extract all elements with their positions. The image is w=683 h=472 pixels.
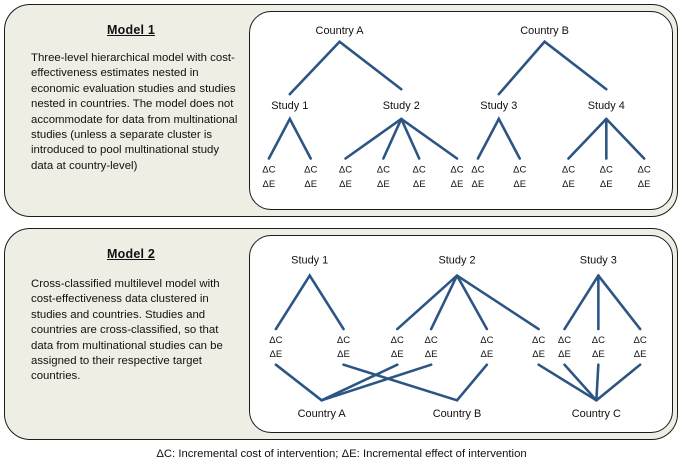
leaf-cost-m1-0: ΔC [262,164,275,175]
leaf-cost-m1-10: ΔC [637,164,650,175]
leaf-cost-m2-0: ΔC [269,335,282,346]
model-2-study-label-1: Study 2 [438,255,475,267]
edge-country-a-to-studies [288,39,403,96]
model-1-description-column: Model 1 Three-level hierarchical model w… [17,5,245,216]
leaf-effect-m1-9: ΔE [600,179,613,190]
model-1-study-label-1: Study 2 [383,100,420,112]
leaf-cost-m2-6: ΔC [558,335,571,346]
edge-leaf1-to-country-b [342,363,459,402]
model-2-country-label-0: Country A [298,408,347,420]
edge-leaf8-to-country-c [595,363,642,402]
leaf-effect-m2-6: ΔE [558,349,571,360]
edge-m2-study-2-leaf-1 [429,274,459,331]
edge-study-4-leaf-0 [567,117,608,160]
leaf-effect-m2-7: ΔE [592,349,605,360]
leaf-cost-m2-2: ΔC [391,335,404,346]
edge-leaf0-to-country-a [274,363,323,402]
leaf-cost-m1-8: ΔC [562,164,575,175]
leaf-cost-m2-1: ΔC [337,335,350,346]
edge-m2-study-2-leaf-2 [455,274,489,331]
leaf-effect-m1-1: ΔE [304,179,317,190]
edge-leaf7-to-country-c [595,363,600,402]
leaf-effect-m2-0: ΔE [270,349,283,360]
model-1-country-label-0: Country A [316,25,365,37]
leaf-cost-m2-7: ΔC [592,335,605,346]
leaf-effect-m2-4: ΔE [481,349,494,360]
figure-caption: ΔC: Incremental cost of intervention; ΔE… [156,448,527,460]
leaf-effect-m1-8: ΔE [562,179,575,190]
model-2-study-label-0: Study 1 [291,255,328,267]
leaf-effect-m1-5: ΔE [451,179,464,190]
edge-study-4-leaf-2 [605,117,646,160]
model-2-study-label-2: Study 3 [580,255,617,267]
edge-m2-study-3-leaf-2 [597,274,642,331]
model-2-title: Model 2 [107,247,155,261]
leaf-cost-m1-2: ΔC [339,164,352,175]
leaf-cost-m1-5: ΔC [450,164,463,175]
edge-leaf6-to-country-c [563,363,598,402]
edge-leaf3-to-country-a [320,363,433,402]
leaf-effect-m1-7: ΔE [513,179,526,190]
model-2-country-label-1: Country B [433,408,482,420]
model-1-diagram: Country A Country B Study 1 Study 2 Stud… [249,11,673,210]
model-1-country-label-1: Country B [520,25,569,37]
leaf-cost-m2-5: ΔC [532,335,545,346]
model-2-panel: Model 2 Cross-classified multilevel mode… [4,228,678,440]
model-2-diagram: Study 1 Study 2 Study 3 ΔC ΔE ΔC ΔE ΔC Δ… [249,235,673,433]
model-1-tree-svg: Country A Country B Study 1 Study 2 Stud… [262,25,651,190]
leaf-effect-m1-0: ΔE [263,179,276,190]
edge-study-3-to-leaves [476,116,522,160]
model-1-study-label-2: Study 3 [480,100,517,112]
model-2-description-text: Cross-classified multilevel model with c… [31,278,223,383]
edge-m2-study-3-leaf-0 [563,274,600,331]
model-2-leaves: ΔC ΔE ΔC ΔE ΔC ΔE ΔC ΔE ΔC ΔE ΔC ΔE ΔC Δ… [269,335,647,360]
leaf-effect-m2-8: ΔE [634,349,647,360]
leaf-effect-m2-3: ΔE [425,349,438,360]
leaf-cost-m1-9: ΔC [600,164,613,175]
model-1-description-text: Three-level hierarchical model with cost… [31,52,238,172]
edge-leaf5-to-country-c [537,363,598,402]
model-2-description-column: Model 2 Cross-classified multilevel mode… [17,229,245,439]
edge-m2-study-2-leaf-0 [396,274,459,331]
leaf-cost-m2-3: ΔC [425,335,438,346]
model-1-panel: Model 1 Three-level hierarchical model w… [4,4,678,217]
edge-leaf4-to-country-b [455,363,489,402]
edge-country-b-to-studies [497,39,608,96]
model-2-country-edges [274,363,642,402]
leaf-effect-m2-2: ΔE [391,349,404,360]
leaf-effect-m1-2: ΔE [339,179,352,190]
leaf-effect-m2-5: ΔE [532,349,545,360]
model-2-cross-classified-svg: Study 1 Study 2 Study 3 ΔC ΔE ΔC ΔE ΔC Δ… [269,255,647,420]
model-1-study-label-3: Study 4 [588,100,625,112]
leaf-cost-m1-3: ΔC [377,164,390,175]
leaf-cost-m1-1: ΔC [304,164,317,175]
leaf-cost-m2-8: ΔC [634,335,647,346]
model-1-title: Model 1 [107,23,155,37]
edge-study-1-to-leaves [267,116,313,160]
edge-m2-study-2-leaf-3 [455,274,540,331]
leaf-cost-m1-4: ΔC [413,164,426,175]
leaf-effect-m1-4: ΔE [413,179,426,190]
leaf-cost-m2-4: ΔC [480,335,493,346]
edge-m2-study-1-to-leaves [274,273,345,331]
leaf-cost-m1-7: ΔC [513,164,526,175]
edge-leaf2-to-country-a [320,363,399,402]
edge-study-2-leaf-1 [382,117,403,160]
edge-study-2-leaf-0 [344,117,403,160]
model-1-study-label-0: Study 1 [271,100,308,112]
edge-study-2-leaf-3 [399,117,459,160]
leaf-effect-m1-3: ΔE [377,179,390,190]
edge-study-2-leaf-2 [399,117,421,160]
model-2-country-label-2: Country C [572,408,621,420]
leaf-cost-m1-6: ΔC [471,164,484,175]
leaf-effect-m1-10: ΔE [638,179,651,190]
leaf-effect-m1-6: ΔE [472,179,485,190]
leaf-effect-m2-1: ΔE [337,349,350,360]
model-1-leaves: ΔC ΔE ΔC ΔE ΔC ΔE ΔC ΔE ΔC ΔE ΔC ΔE ΔC Δ… [262,164,651,190]
